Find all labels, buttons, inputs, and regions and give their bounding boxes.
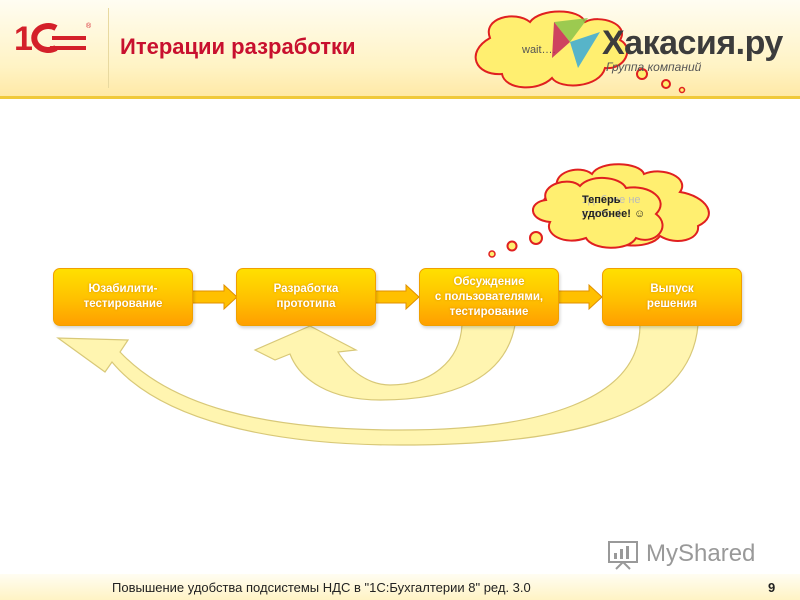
- arrow-step3-step4: [557, 283, 603, 311]
- footer-text: Повышение удобства подсистемы НДС в "1С:…: [112, 580, 531, 595]
- back-cloud-text: Удобнее не стало :(: [582, 194, 641, 220]
- loop-arrow-discussion-to-prototype: [253, 324, 516, 401]
- step-label: Обсуждение с пользователями, тестировани…: [434, 275, 544, 318]
- step-label: Юзабилити- тестирование: [83, 283, 163, 310]
- wait-thought-cloud: [474, 10, 686, 94]
- header-rule: [0, 96, 800, 99]
- footer-band: [0, 574, 800, 600]
- arrow-step1-step2: [191, 283, 238, 311]
- step-label: Разработка прототипа: [273, 283, 339, 310]
- svg-text:®: ®: [86, 22, 92, 30]
- watermark-text: MyShared: [646, 540, 756, 567]
- step-release: Выпуск решения: [602, 268, 742, 326]
- svg-text:1: 1: [14, 20, 33, 58]
- front-cloud-text: Теперь удобнее! ☺: [582, 194, 646, 220]
- step-discussion: Обсуждение с пользователями, тестировани…: [419, 268, 559, 326]
- step-usability-testing: Юзабилити- тестирование: [53, 268, 193, 326]
- brand-logo: Хакасия.ру Группа компаний: [548, 12, 788, 82]
- brand-subtitle: Группа компаний: [606, 60, 702, 74]
- slide-title: Итерации разработки: [120, 34, 356, 59]
- arrow-step2-step3: [374, 283, 420, 311]
- watermark: MyShared: [606, 536, 766, 576]
- step-label: Выпуск решения: [646, 283, 698, 310]
- step-prototype: Разработка прототипа: [236, 268, 376, 326]
- presentation-icon: [608, 541, 638, 570]
- loop-arrow-release-to-usability: [56, 324, 699, 446]
- wait-text: wait….: [522, 44, 556, 56]
- front-thought-cloud: [532, 177, 664, 249]
- brand-name: Хакасия.ру: [602, 24, 783, 62]
- header-divider: [108, 8, 109, 88]
- brand-emblem-icon: [552, 18, 600, 68]
- page-number: 9: [768, 580, 776, 595]
- feedback-thought-clouds: [488, 163, 710, 258]
- 1c-logo: 1 ®: [14, 20, 92, 58]
